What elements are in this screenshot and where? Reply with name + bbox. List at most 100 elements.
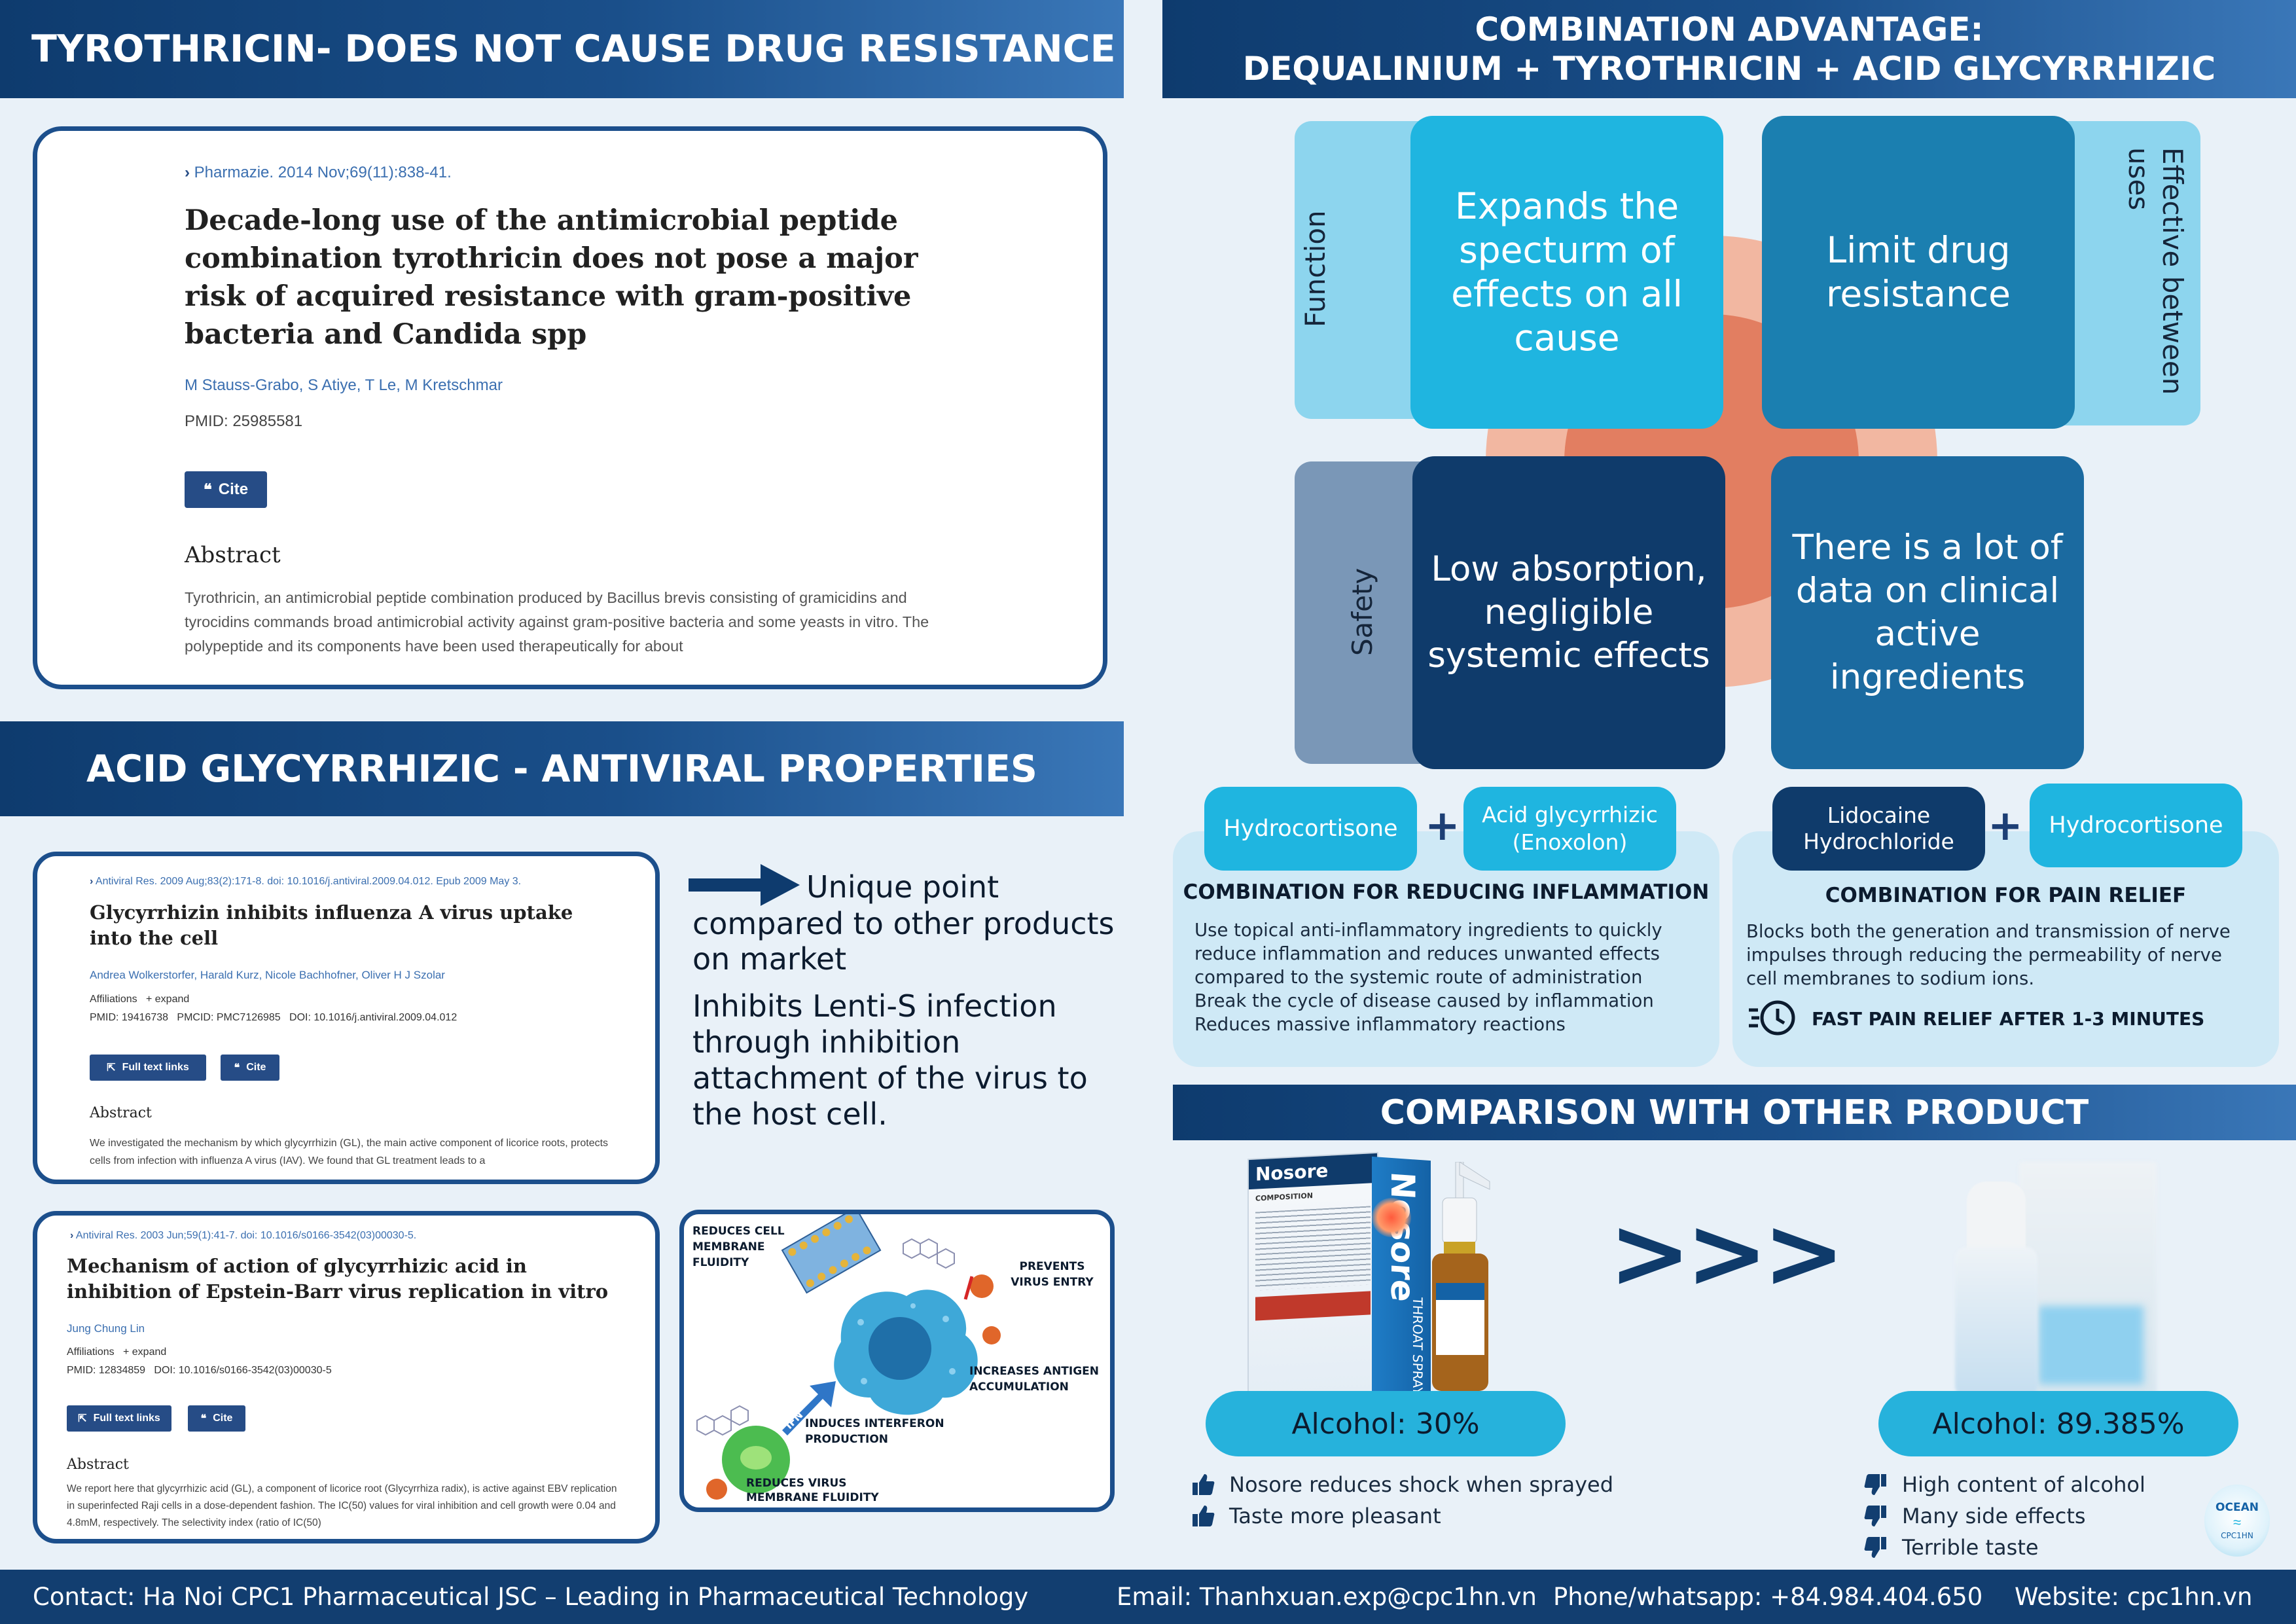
fast-clock-icon bbox=[1749, 1000, 1795, 1036]
effective-label-text: Effective between uses bbox=[2123, 147, 2189, 395]
glycyrrhizic-banner: ACID GLYCYRRHIZIC - ANTIVIRAL PROPERTIES bbox=[0, 721, 1124, 816]
molecule-icon bbox=[696, 1405, 749, 1436]
footer: Contact: Ha Noi CPC1 Pharmaceutical JSC … bbox=[0, 1570, 2296, 1624]
blurred-bottle bbox=[1967, 1182, 2026, 1254]
clinical-data-text: There is a lot of data on clinical activ… bbox=[1792, 528, 2063, 697]
pro-item: Nosore reduces shock when sprayed bbox=[1191, 1469, 1613, 1500]
red-stripe bbox=[1255, 1291, 1371, 1321]
low-absorption-text: Low absorption, negligible systemic effe… bbox=[1427, 549, 1710, 676]
wave-icon: ≈ bbox=[2233, 1514, 2242, 1530]
affiliations-label: Affiliations bbox=[67, 1346, 115, 1358]
tyrothricin-paper-card: › Pharmazie. 2014 Nov;69(11):838-41. Dec… bbox=[33, 126, 1107, 689]
pro-item: Taste more pleasant bbox=[1191, 1500, 1613, 1532]
pain-line: Blocks both the generation and transmiss… bbox=[1746, 921, 2231, 942]
inflammation-line: Use topical anti-inflammatory ingredient… bbox=[1194, 920, 1662, 941]
chevron-right-icon: › bbox=[90, 876, 94, 887]
expands-spectrum-text: Expands the specturm of effects on all c… bbox=[1451, 185, 1683, 359]
pain-panel bbox=[1732, 831, 2279, 1067]
pro-text: Nosore reduces shock when sprayed bbox=[1229, 1472, 1614, 1497]
footer-website[interactable]: Website: cpc1hn.vn bbox=[2015, 1583, 2253, 1611]
paper-authors[interactable]: M Stauss-Grabo, S Atiye, T Le, M Kretsch… bbox=[185, 376, 503, 394]
paper2-ids: PMID: 12834859 DOI: 10.1016/s0166-3542(0… bbox=[67, 1365, 332, 1376]
paper-title: Decade-long use of the antimicrobial pep… bbox=[185, 204, 918, 351]
paper-source-text: Pharmazie. 2014 Nov;69(11):838-41. bbox=[194, 164, 452, 181]
combination-banner: COMBINATION ADVANTAGE: DEQUALINIUM + TYR… bbox=[1162, 0, 2296, 98]
paper2-authors[interactable]: Jung Chung Lin bbox=[67, 1322, 145, 1335]
expand-link[interactable]: + expand bbox=[145, 994, 190, 1005]
chevron-right-icon: › bbox=[70, 1230, 74, 1241]
combination-banner-line1: COMBINATION ADVANTAGE: bbox=[1475, 10, 1984, 48]
hydrocortisone-label: Hydrocortisone bbox=[2049, 812, 2223, 839]
quote-icon: ❝ bbox=[203, 480, 212, 499]
paper2-source[interactable]: › Antiviral Res. 2003 Jun;59(1):41-7. do… bbox=[70, 1230, 416, 1242]
pain-line: impulses through reducing the permeabili… bbox=[1746, 945, 2222, 965]
paper1-authors[interactable]: Andrea Wolkerstorfer, Harald Kurz, Nicol… bbox=[90, 969, 445, 981]
paper2-affiliations[interactable]: Affiliations + expand bbox=[67, 1346, 166, 1358]
lidocaine-pill: Lidocaine Hydrochloride bbox=[1772, 787, 1985, 871]
con-item: High content of alcohol bbox=[1864, 1469, 2145, 1500]
comparison-banner: COMPARISON WITH OTHER PRODUCT bbox=[1173, 1085, 2296, 1140]
nosore-box-image: Nosore COMPOSITION bbox=[1247, 1151, 1378, 1401]
inflammation-title: COMBINATION FOR REDUCING INFLAMMATION bbox=[1183, 880, 1710, 904]
cite-button[interactable]: ❝ Cite bbox=[221, 1055, 279, 1081]
nosore-brand: Nosore bbox=[1255, 1159, 1329, 1185]
footer-phone[interactable]: Phone/whatsapp: +84.984.404.650 bbox=[1553, 1583, 1983, 1611]
paper1-source[interactable]: › Antiviral Res. 2009 Aug;83(2):171-8. d… bbox=[90, 876, 639, 888]
con-text: High content of alcohol bbox=[1902, 1472, 2145, 1497]
external-link-icon: ⇱ bbox=[107, 1062, 116, 1074]
ocean-logo: OCEAN ≈ CPC1HN bbox=[2204, 1485, 2270, 1557]
footer-contact: Contact: Ha Noi CPC1 Pharmaceutical JSC … bbox=[33, 1583, 1029, 1611]
thumbs-down-icon bbox=[1864, 1537, 1886, 1558]
paper1-affiliations[interactable]: Affiliations + expand bbox=[90, 994, 189, 1005]
throat-glow-graphic bbox=[1372, 1198, 1411, 1237]
molecule-icon bbox=[903, 1238, 955, 1269]
full-text-links-button[interactable]: ⇱ Full text links bbox=[90, 1055, 206, 1081]
paper-source[interactable]: › Pharmazie. 2014 Nov;69(11):838-41. bbox=[185, 164, 452, 182]
increases-antigen-label: INCREASES ANTIGEN ACCUMULATION bbox=[969, 1365, 1100, 1394]
glycyrrhizic-banner-title: ACID GLYCYRRHIZIC - ANTIVIRAL PROPERTIES bbox=[86, 747, 1037, 791]
paper1-abstract: We investigated the mechanism by which g… bbox=[90, 1138, 609, 1166]
cite-label: Cite bbox=[213, 1413, 233, 1424]
mechanism-illustration bbox=[696, 1214, 1001, 1500]
glycyrrhizin-paper-card: › Antiviral Res. 2009 Aug;83(2):171-8. d… bbox=[33, 852, 660, 1184]
virus-icon bbox=[706, 1274, 1001, 1500]
fine-print-lines bbox=[1255, 1206, 1371, 1291]
inflammation-line: reduce inflammation and reduces unwanted… bbox=[1194, 943, 1660, 964]
arrow-up-right-icon bbox=[782, 1381, 836, 1435]
con-text: Terrible taste bbox=[1902, 1535, 2039, 1560]
thumbs-down-icon bbox=[1864, 1506, 1886, 1526]
comparison-arrows: >>> bbox=[1609, 1197, 1845, 1310]
unique-point-rest: compared to other products on market bbox=[692, 906, 1115, 977]
reduces-virus-fluidity-label: REDUCES VIRUS MEMBRANE FLUIDITY bbox=[746, 1477, 879, 1504]
quote-icon: ❝ bbox=[200, 1413, 207, 1424]
plus-icon: + bbox=[1425, 802, 1460, 850]
paper2-source-text: Antiviral Res. 2003 Jun;59(1):41-7. doi:… bbox=[75, 1230, 417, 1241]
expand-link[interactable]: + expand bbox=[122, 1346, 167, 1358]
effective-label: Effective between uses bbox=[2121, 147, 2189, 403]
footer-email[interactable]: Email: Thanhxuan.exp@cpc1hn.vn bbox=[1117, 1583, 1537, 1611]
paper1-source-text: Antiviral Res. 2009 Aug;83(2):171-8. doi… bbox=[95, 876, 522, 887]
hydrocortisone-pill-2: Hydrocortisone bbox=[2030, 784, 2242, 867]
thumbs-down-icon bbox=[1864, 1474, 1886, 1495]
paper1-abstract-heading: Abstract bbox=[90, 1105, 152, 1121]
cite-button[interactable]: ❝ Cite bbox=[188, 1405, 245, 1432]
other-product-image bbox=[1947, 1162, 2170, 1404]
reduces-cell-fluidity-label: REDUCES CELL MEMBRANE FLUIDITY bbox=[692, 1225, 785, 1269]
quote-icon: ❝ bbox=[234, 1062, 240, 1074]
blurred-bottle-body bbox=[1955, 1247, 2037, 1398]
pain-text: Blocks both the generation and transmiss… bbox=[1746, 920, 2270, 990]
abstract-heading: Abstract bbox=[185, 542, 281, 568]
glycyrrhizic-label: Acid glycyrrhizic (Enoxolon) bbox=[1482, 802, 1658, 855]
safety-label: Safety bbox=[1346, 568, 1378, 656]
combination-banner-line2: DEQUALINIUM + TYROTHRICIN + ACID GLYCYRR… bbox=[1242, 50, 2216, 88]
pain-line: cell membranes to sodium ions. bbox=[1746, 968, 2035, 989]
other-alcohol: Alcohol: 89.385% bbox=[1932, 1407, 2185, 1441]
hydrocortisone-label: Hydrocortisone bbox=[1223, 816, 1398, 842]
full-text-links-button[interactable]: ⇱ Full text links bbox=[67, 1405, 171, 1432]
function-label: Function bbox=[1299, 210, 1331, 327]
cite-button[interactable]: ❝ Cite bbox=[185, 471, 267, 508]
paper2-abstract: We report here that glycyrrhizic acid (G… bbox=[67, 1483, 617, 1528]
logo-text-bottom: CPC1HN bbox=[2221, 1531, 2253, 1540]
inhibits-text: Inhibits Lenti-S infection through inhib… bbox=[692, 988, 1088, 1132]
con-text: Many side effects bbox=[1902, 1504, 2086, 1528]
